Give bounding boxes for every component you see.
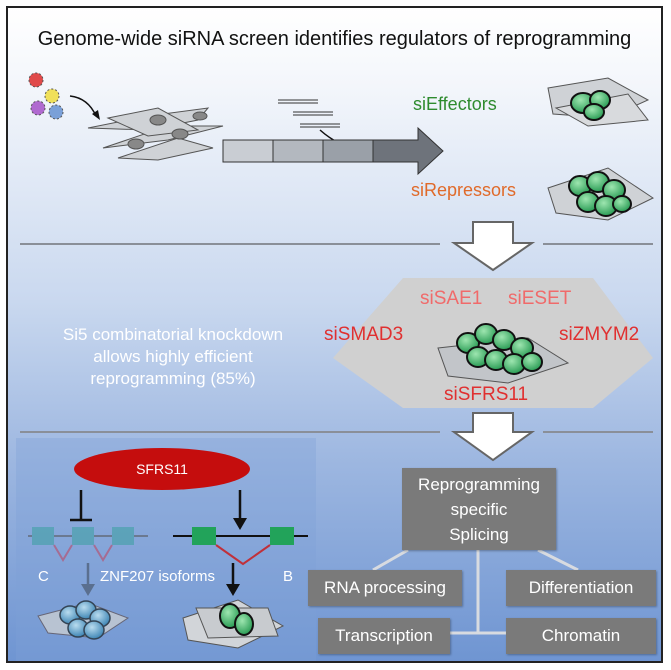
si5-description: Si5 combinatorial knockdown allows highl… xyxy=(28,324,318,390)
effector-cells xyxy=(547,77,650,127)
graphical-abstract: Genome-wide siRNA screen identifies regu… xyxy=(6,6,663,663)
si5-description-line2: allows highly efficient xyxy=(93,347,253,366)
sfrs11-ellipse: SFRS11 xyxy=(74,448,250,490)
page-title: Genome-wide siRNA screen identifies regu… xyxy=(37,28,632,50)
target-sae1: siSAE1 xyxy=(420,288,483,309)
repressor-cells xyxy=(547,167,655,221)
category-differentiation: Differentiation xyxy=(506,570,656,606)
section-divider-1 xyxy=(20,243,440,245)
target-eset: siESET xyxy=(508,288,572,309)
effectors-label: siEffectors xyxy=(413,94,497,114)
isoform-c-cells xyxy=(37,600,130,640)
down-arrow-2 xyxy=(450,412,536,462)
isoform-c-label: C xyxy=(38,568,49,585)
si5-panel xyxy=(333,278,653,408)
section-divider-2 xyxy=(20,431,440,433)
splicing-box: Reprogramming specific Splicing xyxy=(402,468,556,550)
splicing-box-line2: specific xyxy=(450,500,508,519)
isoform-outcome-arrows xyxy=(81,563,240,596)
isoform-b-cells xyxy=(182,599,285,649)
isoform-c-gene xyxy=(28,527,148,562)
screen-illustration xyxy=(16,72,655,661)
target-zmym2: siZMYM2 xyxy=(559,324,640,345)
splicing-box-line3: Splicing xyxy=(449,525,509,544)
sfrs11-regulation xyxy=(70,490,247,530)
target-sfrs11: siSFRS11 xyxy=(444,384,529,405)
repressors-label: siRepressors xyxy=(411,180,517,200)
section-divider-1b xyxy=(543,243,653,245)
virus-particles xyxy=(28,72,100,120)
category-chromatin: Chromatin xyxy=(506,618,656,654)
isoforms-label: ZNF207 isoforms xyxy=(100,568,216,585)
si5-description-line1: Si5 combinatorial knockdown xyxy=(62,325,284,344)
process-arrow xyxy=(222,126,444,176)
category-transcription: Transcription xyxy=(318,618,450,654)
target-smad3: siSMAD3 xyxy=(324,324,404,345)
splicing-box-line1: Reprogramming xyxy=(418,475,540,494)
si5-description-line3: reprogramming (85%) xyxy=(90,369,256,388)
isoform-b-gene xyxy=(173,527,308,566)
down-arrow-1 xyxy=(450,221,536,272)
category-rna-processing: RNA processing xyxy=(308,570,462,606)
isoform-b-label: B xyxy=(283,568,294,585)
section-divider-2b xyxy=(543,431,653,433)
category-connectors xyxy=(372,548,579,635)
fibroblast-cells-left xyxy=(87,107,224,161)
